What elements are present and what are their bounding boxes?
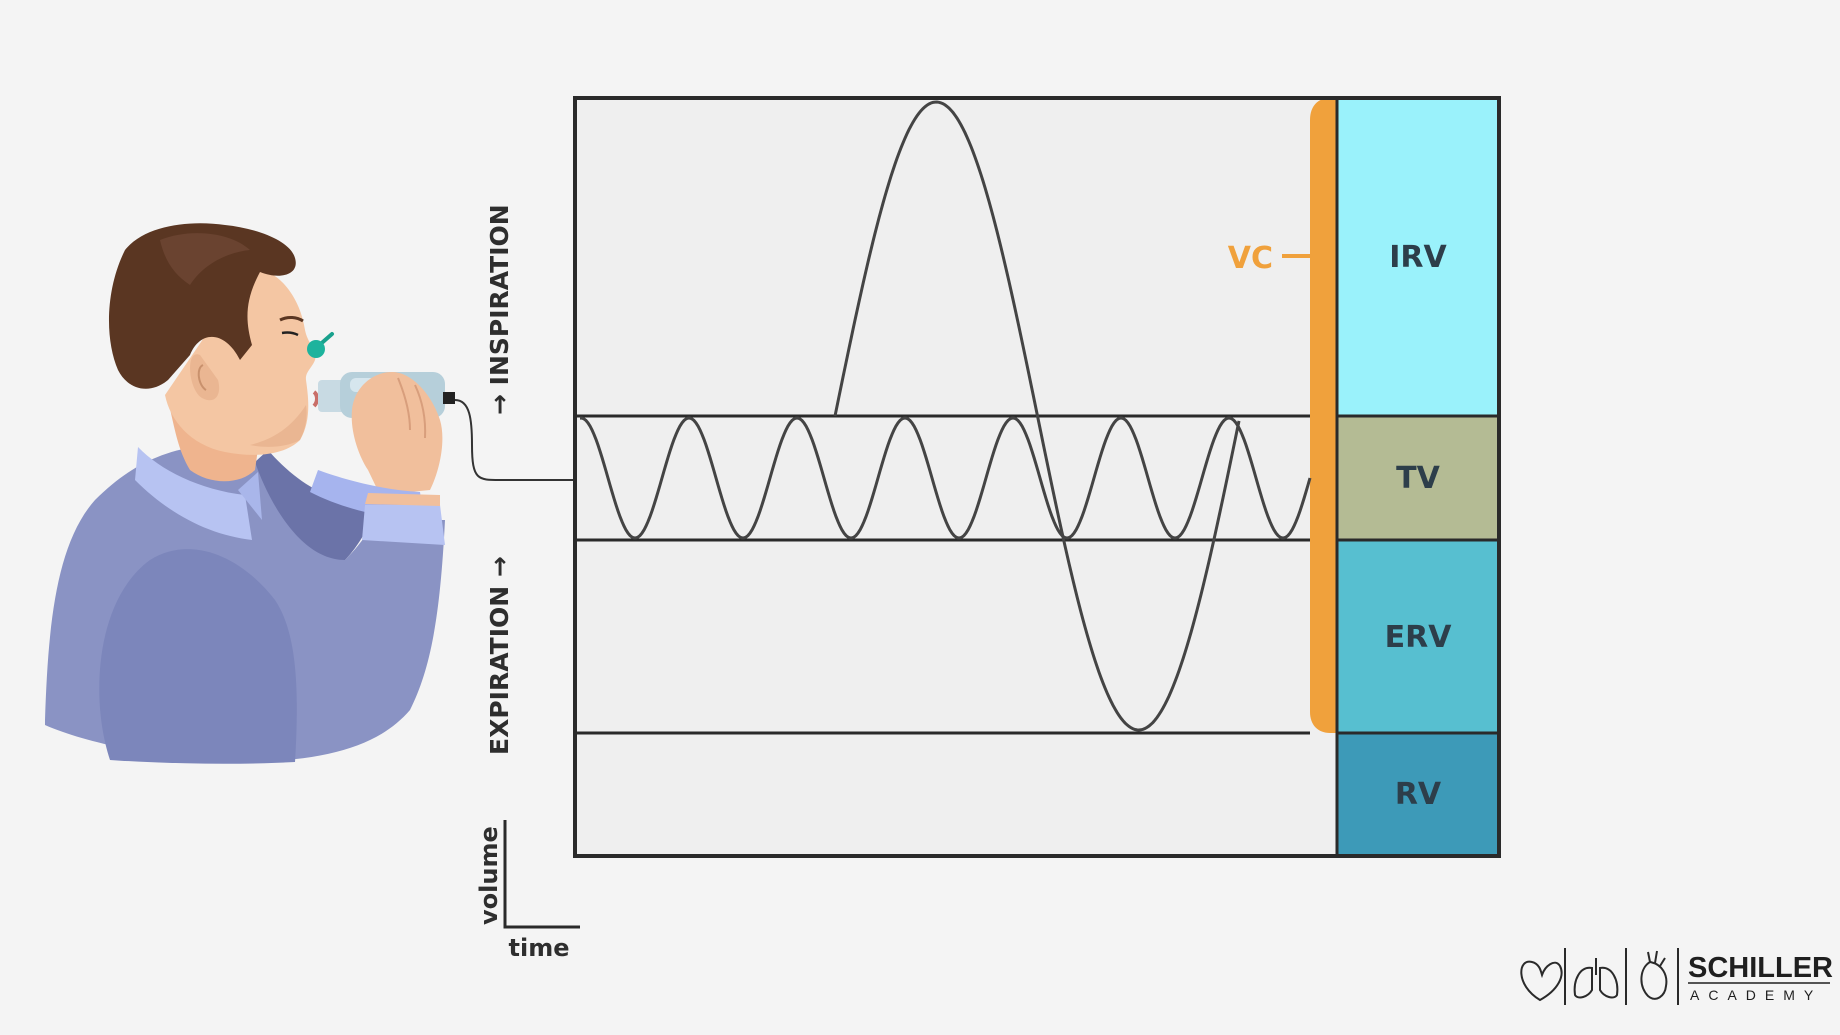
irv-label: IRV bbox=[1389, 240, 1447, 275]
volume-segments: IRV TV ERV RV bbox=[1337, 98, 1499, 856]
person-illustration bbox=[45, 223, 575, 764]
erv-label: ERV bbox=[1385, 620, 1453, 655]
rv-label: RV bbox=[1395, 777, 1442, 812]
heart-outline-icon bbox=[1520, 960, 1563, 1002]
anatomical-heart-icon bbox=[1640, 950, 1668, 1000]
logo-brand-text: SCHILLER bbox=[1688, 952, 1833, 984]
tv-segment bbox=[1337, 416, 1499, 540]
plot-frame bbox=[573, 96, 1501, 858]
logo-sub-text: ACADEMY bbox=[1690, 987, 1822, 1003]
tidal-breathing-curve bbox=[580, 416, 1312, 540]
schiller-academy-logo: SCHILLER ACADEMY bbox=[1520, 948, 1833, 1005]
axes-indicator: volume time bbox=[475, 820, 580, 962]
volume-axis-label: volume bbox=[475, 826, 503, 925]
vital-capacity-curve bbox=[833, 100, 1241, 732]
inspiration-label: → INSPIRATION bbox=[485, 204, 514, 415]
expiration-label: EXPIRATION → bbox=[485, 556, 514, 755]
rv-segment bbox=[1337, 733, 1499, 856]
tv-label: TV bbox=[1396, 461, 1440, 496]
lungs-icon bbox=[1573, 958, 1619, 999]
erv-segment bbox=[1337, 540, 1499, 733]
time-axis-label: time bbox=[509, 934, 570, 962]
irv-segment bbox=[1337, 98, 1499, 416]
vc-label: VC bbox=[1228, 241, 1273, 276]
plot-area bbox=[575, 98, 1337, 856]
vc-bracket: VC bbox=[1228, 98, 1336, 733]
